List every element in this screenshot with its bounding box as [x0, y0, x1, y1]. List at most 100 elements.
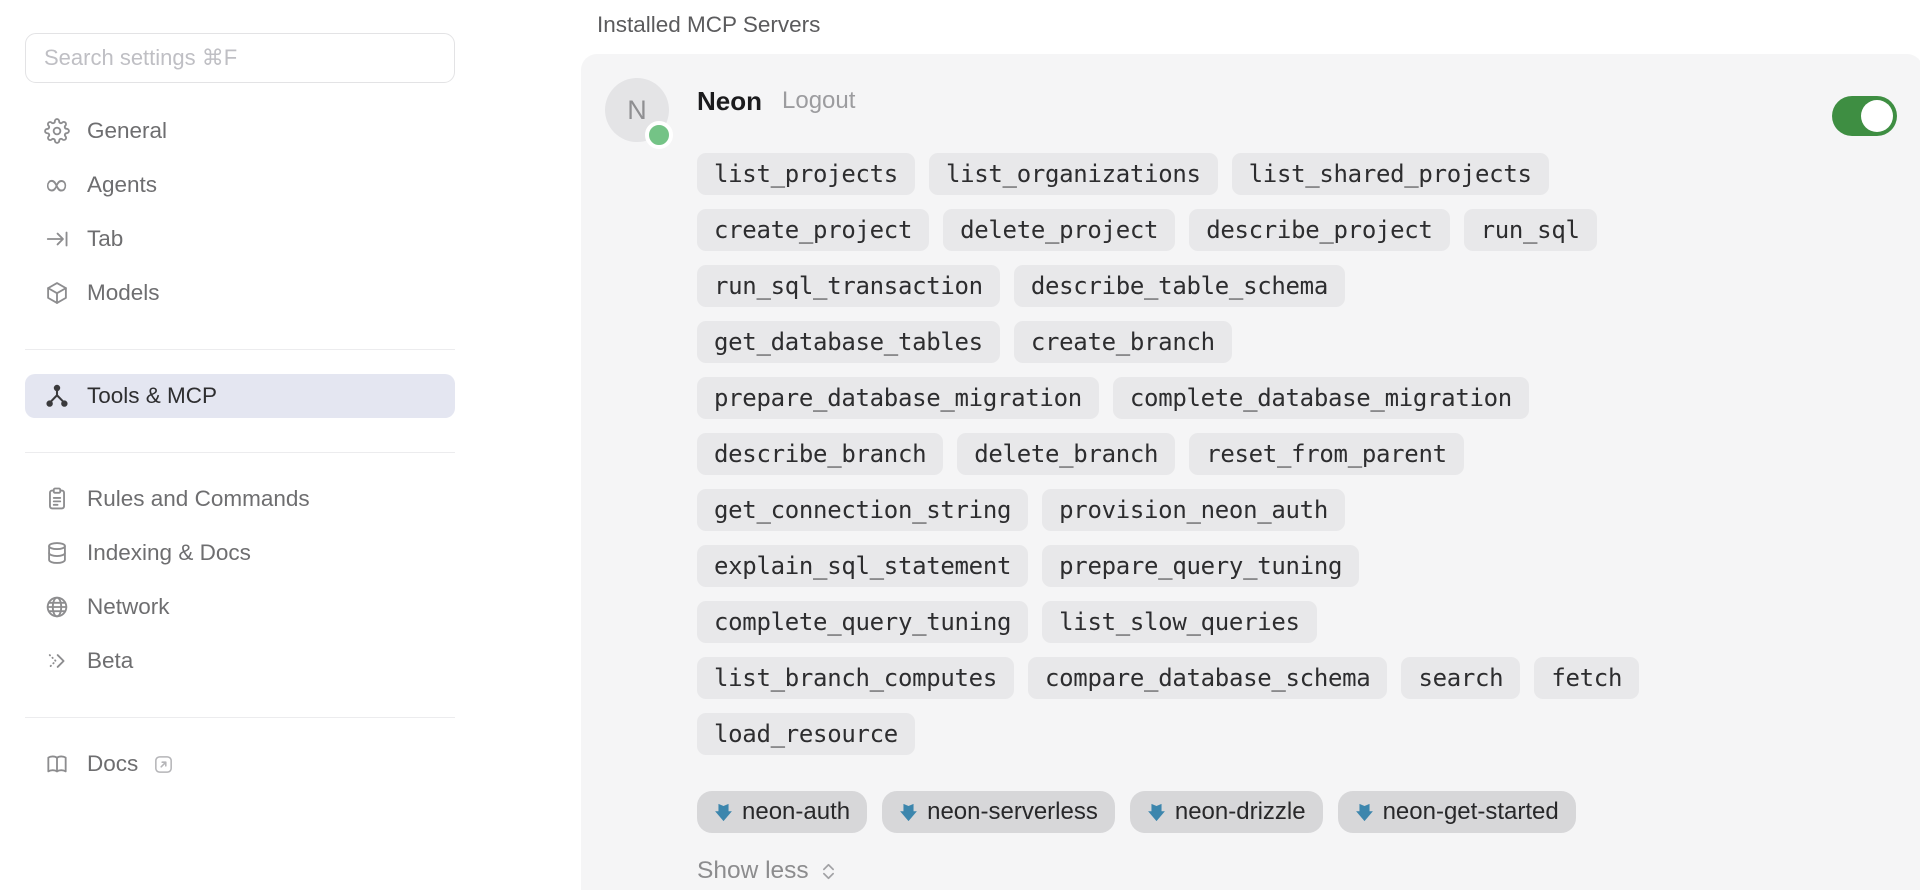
tool-chip[interactable]: search [1401, 657, 1521, 699]
show-less-button[interactable]: Show less [697, 857, 836, 885]
tool-chip[interactable]: create_branch [1013, 321, 1232, 363]
page-title: Installed MCP Servers [597, 12, 821, 37]
sidebar-item-rules-commands[interactable]: Rules and Commands [25, 477, 455, 521]
server-header: Neon Logout [697, 84, 1897, 136]
resource-chip[interactable]: neon-drizzle [1129, 791, 1323, 833]
sidebar-item-indexing-docs[interactable]: Indexing & Docs [25, 531, 455, 575]
tool-chip-row: get_connection_string provision_neon_auth [697, 489, 1897, 531]
show-less-label: Show less [697, 857, 809, 884]
tool-chip[interactable]: explain_sql_statement [697, 545, 1029, 587]
chevrons-right-icon [43, 648, 70, 675]
resource-chip[interactable]: neon-auth [697, 791, 868, 833]
tool-chip[interactable]: provision_neon_auth [1042, 489, 1345, 531]
tool-chip[interactable]: describe_table_schema [1013, 265, 1345, 307]
infinity-icon: ∞ [43, 166, 70, 203]
tool-chip-row: list_projects list_organizations list_shar… [697, 153, 1897, 195]
tool-chip[interactable]: reset_from_parent [1189, 433, 1464, 475]
tool-chip[interactable]: compare_database_schema [1028, 657, 1388, 699]
tool-chip[interactable]: get_connection_string [697, 489, 1029, 531]
resource-chip-label: neon-serverless [927, 798, 1098, 825]
resource-chip[interactable]: neon-get-started [1337, 791, 1576, 833]
sidebar-item-label: Indexing & Docs [87, 540, 251, 565]
sidebar-item-network[interactable]: Network [25, 585, 455, 629]
tool-chip[interactable]: complete_query_tuning [697, 601, 1029, 643]
tool-chip[interactable]: load_resource [697, 713, 915, 755]
tool-chip[interactable]: create_project [697, 209, 930, 251]
sidebar: General ∞ Agents Tab Models [0, 0, 480, 890]
share-nodes-icon [43, 383, 70, 410]
tool-chip-rows: list_projects list_organizations list_shar… [697, 153, 1897, 755]
tab-arrow-icon [43, 226, 70, 253]
tool-chip[interactable]: fetch [1534, 657, 1640, 699]
resource-chip[interactable]: neon-serverless [882, 791, 1115, 833]
tool-chip[interactable]: describe_branch [697, 433, 944, 475]
sidebar-item-label: Docs [87, 751, 139, 776]
external-link-icon [152, 753, 175, 776]
server-name: Neon [697, 86, 762, 116]
sidebar-item-general[interactable]: General [25, 109, 455, 153]
globe-icon [43, 594, 70, 621]
sidebar-item-beta[interactable]: Beta [25, 639, 455, 683]
sidebar-item-label: Tab [87, 226, 124, 251]
tool-chip-row: describe_branch delete_branch reset_from_p… [697, 433, 1897, 475]
tool-chip[interactable]: run_sql [1463, 209, 1597, 251]
tool-chip[interactable]: delete_branch [957, 433, 1176, 475]
tool-chip-row: list_branch_computes compare_database_sch… [697, 657, 1897, 699]
tool-chip[interactable]: run_sql_transaction [697, 265, 1000, 307]
server-content: Neon Logout list_projects list_organizati… [697, 78, 1897, 885]
sidebar-item-label: Beta [87, 648, 134, 673]
server-enabled-toggle[interactable] [1832, 96, 1897, 136]
download-arrow-icon [900, 803, 917, 821]
resource-chips: neon-auth neon-serverless neon-drizzle neon… [697, 791, 1897, 833]
sidebar-item-label: Network [87, 594, 170, 619]
tool-chip-row: explain_sql_statement prepare_query_tunin… [697, 545, 1897, 587]
resource-chip-label: neon-drizzle [1174, 798, 1306, 825]
resource-chip-label: neon-auth [742, 798, 851, 825]
download-arrow-icon [715, 803, 732, 821]
tool-chip[interactable]: delete_project [943, 209, 1176, 251]
sidebar-item-label: Tools & MCP [87, 383, 218, 408]
tool-chip[interactable]: describe_project [1189, 209, 1450, 251]
logout-link[interactable]: Logout [782, 87, 856, 114]
server-avatar-wrap: N [605, 78, 673, 149]
tool-chip-row: load_resource [697, 713, 1897, 755]
status-dot [645, 121, 673, 149]
tool-chip[interactable]: complete_database_migration [1112, 377, 1529, 419]
tool-chip-row: create_project delete_project describe_pro… [697, 209, 1897, 251]
tool-chip-row: prepare_database_migration complete_datab… [697, 377, 1897, 419]
clipboard-icon [43, 486, 70, 513]
download-arrow-icon [1355, 803, 1373, 821]
tool-chip[interactable]: list_projects [697, 153, 915, 195]
tool-chip[interactable]: list_shared_projects [1231, 153, 1549, 195]
sidebar-divider [25, 349, 455, 350]
tool-chip[interactable]: get_database_tables [697, 321, 1000, 363]
sidebar-item-tab[interactable]: Tab [25, 217, 455, 261]
mcp-server-card: N Neon Logout list_projects list_organiza… [581, 54, 1920, 890]
sidebar-item-tools-mcp[interactable]: Tools & MCP [25, 374, 455, 418]
sidebar-divider [25, 452, 455, 453]
tool-chip[interactable]: list_slow_queries [1042, 601, 1317, 643]
tool-chip-row: get_database_tables create_branch [697, 321, 1897, 363]
book-icon [43, 751, 70, 778]
download-arrow-icon [1147, 803, 1165, 821]
tool-chip[interactable]: list_organizations [928, 153, 1218, 195]
sidebar-divider [25, 717, 455, 718]
sidebar-item-agents[interactable]: ∞ Agents [25, 163, 455, 207]
sidebar-item-docs[interactable]: Docs [25, 742, 455, 786]
tool-chip[interactable]: prepare_query_tuning [1042, 545, 1360, 587]
tool-chip-row: complete_query_tuning list_slow_queries [697, 601, 1897, 643]
sidebar-item-label: Rules and Commands [87, 486, 310, 511]
cube-icon [43, 280, 70, 307]
gear-icon [43, 118, 70, 145]
tool-chip[interactable]: list_branch_computes [697, 657, 1014, 699]
sidebar-item-models[interactable]: Models [25, 271, 455, 315]
chevron-up-down-icon [822, 863, 834, 879]
tool-chip[interactable]: prepare_database_migration [697, 377, 1099, 419]
sidebar-item-label: Models [87, 280, 160, 305]
main-panel: Installed MCP Servers N Neon Logout list… [480, 0, 1920, 890]
avatar: N [605, 78, 669, 142]
search-input[interactable] [25, 33, 455, 83]
toggle-knob [1861, 100, 1893, 132]
sidebar-item-label: General [87, 118, 168, 143]
sidebar-nav: General ∞ Agents Tab Models [25, 109, 480, 796]
